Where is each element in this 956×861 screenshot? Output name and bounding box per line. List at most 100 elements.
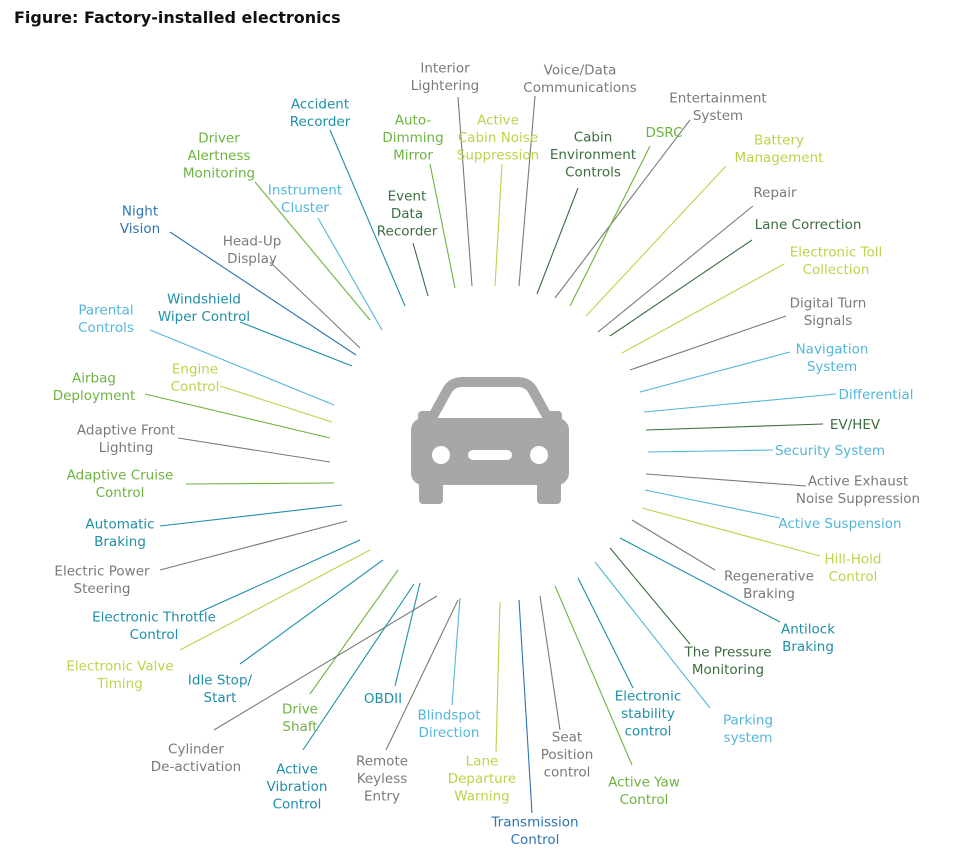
connector-adaptive-front-lighting: [177, 437, 331, 463]
connector-event-data-recorder: [412, 242, 429, 297]
connector-repair: [597, 205, 754, 333]
connector-instrument-cluster: [317, 217, 383, 331]
connector-differential: [643, 393, 837, 413]
connector-accident-recorder: [329, 129, 406, 307]
connector-lane-departure-warning: [495, 601, 501, 753]
connector-dsrc: [569, 145, 651, 307]
car-front-icon: [411, 377, 569, 504]
car-wheel-right: [537, 478, 561, 504]
connector-active-vibration-control: [302, 583, 415, 751]
connector-lane-correction: [609, 239, 753, 337]
connector-active-yaw-control: [554, 585, 633, 766]
connector-battery-management: [585, 165, 727, 317]
label-repair: Repair: [753, 185, 797, 201]
connector-auto-dimming-mirror: [429, 163, 456, 289]
connector-entertainment-system: [554, 119, 691, 299]
connector-interior-lightering: [457, 96, 473, 287]
connector-parking-system: [594, 561, 711, 709]
car-roof-outline: [427, 377, 553, 421]
label-lane-correction: Lane Correction: [755, 217, 862, 233]
connector-electronic-stability-control: [577, 577, 634, 689]
connector-head-up-display: [269, 261, 361, 349]
connector-electric-power-steering: [159, 520, 348, 571]
connector-airbag-deployment: [144, 393, 331, 439]
figure-title: Figure: Factory-installed electronics: [14, 8, 341, 27]
car-wheel-left: [419, 478, 443, 504]
label-idle-stop-start: Idle Stop/Start: [188, 672, 253, 706]
connector-active-exhaust-noise-suppression: [645, 473, 807, 487]
connector-antilock-braking: [619, 537, 781, 623]
connector-ev-hev: [645, 423, 824, 431]
connector-transmission-control: [518, 599, 533, 814]
connector-lines: [144, 95, 837, 814]
connector-regenerative-braking: [631, 519, 716, 571]
connector-electronic-toll-collection: [621, 263, 785, 354]
connector-blindspot-direction: [451, 597, 461, 706]
label-differential: Differential: [839, 387, 914, 403]
connector-automatic-braking: [159, 504, 343, 527]
connector-electronic-valve-timing: [179, 549, 371, 651]
connector-digital-turn-signals: [629, 315, 787, 371]
connector-electronic-throttle-control: [199, 539, 361, 613]
connector-parental-controls: [149, 329, 335, 406]
car-headlight-left: [432, 446, 450, 464]
connector-hill-hold-control: [641, 507, 821, 557]
connector-cabin-environment-controls: [536, 187, 579, 295]
car-headlight-right: [530, 446, 548, 464]
connector-active-suspension: [644, 489, 781, 519]
label-ev-hev: EV/HEV: [830, 417, 881, 433]
car-grille: [468, 450, 512, 460]
connector-remote-keyless-entry: [385, 599, 459, 751]
label-active-suspension: Active Suspension: [778, 516, 901, 532]
connector-obdii: [394, 582, 421, 687]
label-dsrc: DSRC: [645, 125, 682, 141]
connector-windshield-wiper-control: [239, 321, 353, 367]
connector-seat-position-control: [539, 595, 561, 731]
connector-navigation-system: [639, 351, 791, 393]
connector-engine-control: [219, 385, 333, 423]
connector-drive-shaft: [309, 569, 399, 695]
connector-active-cabin-noise-suppression: [494, 163, 503, 287]
connector-security-system: [647, 449, 774, 453]
connector-adaptive-cruise-control: [185, 482, 335, 485]
